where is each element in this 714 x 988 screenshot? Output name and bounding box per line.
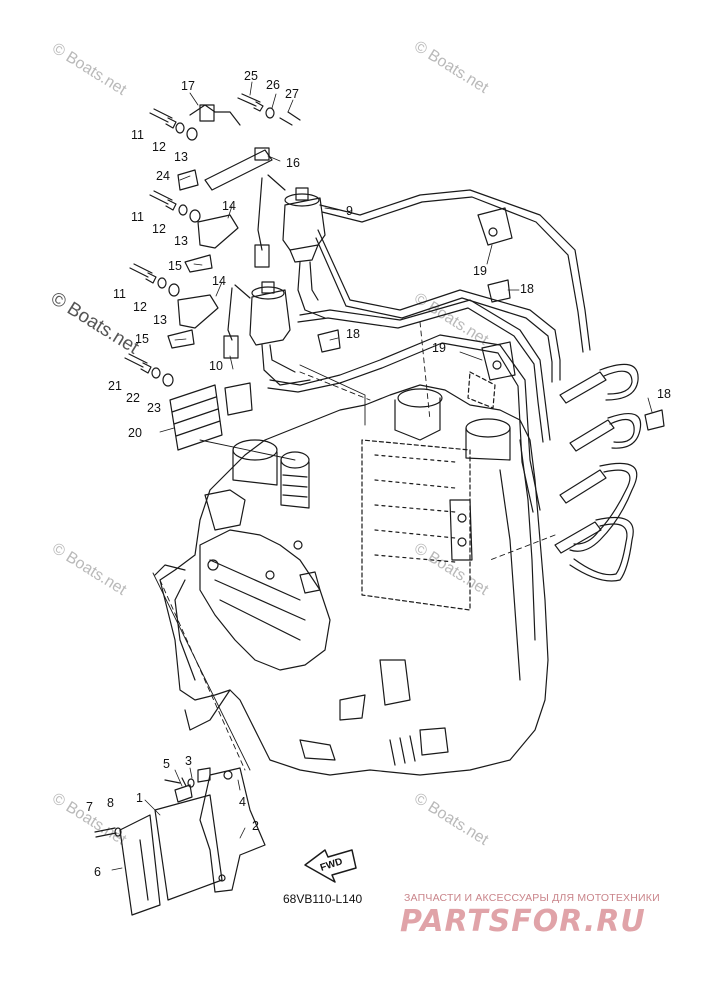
- callout-18-c[interactable]: 18: [657, 387, 671, 401]
- callout-17[interactable]: 17: [181, 79, 195, 93]
- ignition-cables: [267, 189, 591, 513]
- callout-20[interactable]: 20: [128, 426, 142, 440]
- hardware: [124, 93, 665, 431]
- callout-18-a[interactable]: 18: [520, 282, 534, 296]
- callout-6[interactable]: 6: [94, 865, 101, 879]
- ignition-coil-upper: [254, 174, 326, 319]
- rectifier-regulator: [169, 382, 253, 451]
- callout-3[interactable]: 3: [185, 754, 192, 768]
- callout-19-a[interactable]: 19: [473, 264, 487, 278]
- ignition-coil-lower: [223, 281, 311, 386]
- callout-19-b[interactable]: 19: [432, 341, 446, 355]
- callout-12-b[interactable]: 12: [152, 222, 166, 236]
- leader-lines: [159, 321, 556, 771]
- callout-14-b[interactable]: 14: [212, 274, 226, 288]
- solid-leaders: [152, 364, 366, 771]
- callout-13-b[interactable]: 13: [174, 234, 188, 248]
- callout-leaders: [111, 81, 653, 871]
- callout-numbers: 17 25 26 27 11 12 13 16 24 9 11 14 12 13…: [86, 69, 671, 879]
- callout-21[interactable]: 21: [108, 379, 122, 393]
- callout-27[interactable]: 27: [285, 87, 299, 101]
- fwd-arrow-outline[interactable]: [304, 849, 357, 883]
- callout-22[interactable]: 22: [126, 391, 140, 405]
- callout-9[interactable]: 9: [346, 204, 353, 218]
- callout-4[interactable]: 4: [239, 795, 246, 809]
- callout-13-a[interactable]: 13: [174, 150, 188, 164]
- intake-assembly: [154, 439, 331, 681]
- callout-12-a[interactable]: 12: [152, 140, 166, 154]
- callout-24[interactable]: 24: [156, 169, 170, 183]
- callout-16[interactable]: 16: [286, 156, 300, 170]
- callout-15-a[interactable]: 15: [168, 259, 182, 273]
- callout-8[interactable]: 8: [107, 796, 114, 810]
- callout-11-c[interactable]: 11: [113, 287, 126, 301]
- callout-5[interactable]: 5: [163, 757, 170, 771]
- control-unit-assembly: [94, 767, 266, 916]
- callout-12-c[interactable]: 12: [133, 300, 147, 314]
- callout-18-b[interactable]: 18: [346, 327, 360, 341]
- callout-11-b[interactable]: 11: [131, 210, 144, 224]
- callout-23[interactable]: 23: [147, 401, 161, 415]
- callout-10[interactable]: 10: [209, 359, 223, 373]
- callout-26[interactable]: 26: [266, 78, 280, 92]
- fwd-arrow-label: FWD: [319, 856, 344, 874]
- callout-1[interactable]: 1: [136, 791, 143, 805]
- callout-2[interactable]: 2: [252, 819, 259, 833]
- bottom-fasteners: [164, 777, 195, 788]
- callout-15-b[interactable]: 15: [135, 332, 149, 346]
- spark-plug-caps: [554, 363, 642, 582]
- callout-7[interactable]: 7: [86, 800, 93, 814]
- shop-tagline: ЗАПЧАСТИ И АКСЕССУАРЫ ДЛЯ МОТОТЕХНИКИ: [404, 892, 660, 904]
- diagram-code: 68VB110-L140: [283, 892, 363, 906]
- callout-11-a[interactable]: 11: [131, 128, 144, 142]
- callout-13-c[interactable]: 13: [153, 313, 167, 327]
- callout-25[interactable]: 25: [244, 69, 258, 83]
- shop-logo[interactable]: PARTSFOR.RU: [400, 904, 646, 939]
- callout-14-a[interactable]: 14: [222, 199, 236, 213]
